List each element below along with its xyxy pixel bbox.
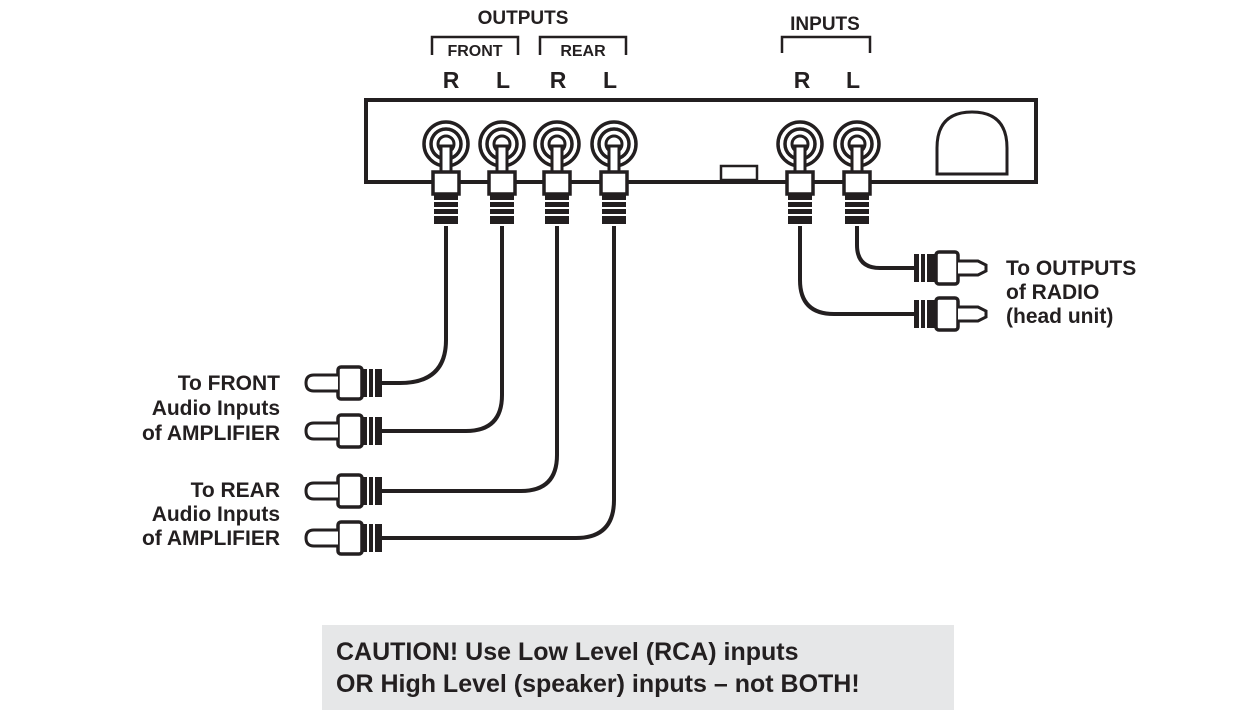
input-l-label: L — [846, 67, 860, 93]
output-rear-r-label: R — [550, 67, 567, 93]
svg-text:of AMPLIFIER: of AMPLIFIER — [142, 527, 280, 550]
front-amp-label: To FRONT Audio Inputs of AMPLIFIER — [142, 372, 280, 445]
svg-text:To FRONT: To FRONT — [178, 372, 280, 395]
output-rear-l-label: L — [603, 67, 617, 93]
cable-rear-l — [382, 226, 616, 540]
cables — [382, 226, 914, 540]
cable-rear-r — [382, 226, 559, 493]
radio-label: To OUTPUTS of RADIO (head unit) — [1006, 257, 1136, 328]
front-amp-plug-r — [304, 365, 384, 401]
rear-bracket — [538, 35, 628, 55]
caution-box — [322, 625, 954, 710]
front-bracket — [430, 35, 520, 55]
device-panel — [364, 98, 1038, 184]
inputs-title: INPUTS — [790, 14, 860, 35]
svg-text:(head unit): (head unit) — [1006, 305, 1113, 328]
svg-text:Audio Inputs: Audio Inputs — [152, 397, 280, 420]
svg-text:of RADIO: of RADIO — [1006, 281, 1099, 304]
rear-label: REAR — [560, 43, 606, 60]
cable-front-l — [382, 226, 504, 433]
svg-text:To REAR: To REAR — [191, 479, 280, 502]
cable-input-r — [798, 226, 914, 316]
rear-amp-plug-l — [304, 520, 384, 556]
rear-amp-label: To REAR Audio Inputs of AMPLIFIER — [142, 479, 280, 550]
input-r-label: R — [794, 67, 811, 93]
front-amp-plug-l — [304, 413, 384, 449]
output-front-l-label: L — [496, 67, 510, 93]
front-label: FRONT — [447, 43, 502, 60]
svg-text:To OUTPUTS: To OUTPUTS — [1006, 257, 1136, 280]
cable-front-r — [382, 226, 448, 385]
radio-plug-l — [912, 250, 988, 286]
cable-input-l — [855, 226, 914, 270]
radio-plug-r — [912, 296, 988, 332]
svg-text:Audio Inputs: Audio Inputs — [152, 503, 280, 526]
panel-switch — [719, 164, 759, 182]
svg-text:of AMPLIFIER: of AMPLIFIER — [142, 422, 280, 445]
caution-line-1: CAUTION! Use Low Level (RCA) inputs — [336, 638, 799, 666]
output-front-r-label: R — [443, 67, 460, 93]
panel-knob — [935, 110, 1009, 176]
rear-amp-plug-r — [304, 473, 384, 509]
outputs-title: OUTPUTS — [478, 8, 569, 29]
inputs-bracket — [780, 35, 872, 53]
caution-line-2: OR High Level (speaker) inputs – not BOT… — [336, 670, 860, 698]
